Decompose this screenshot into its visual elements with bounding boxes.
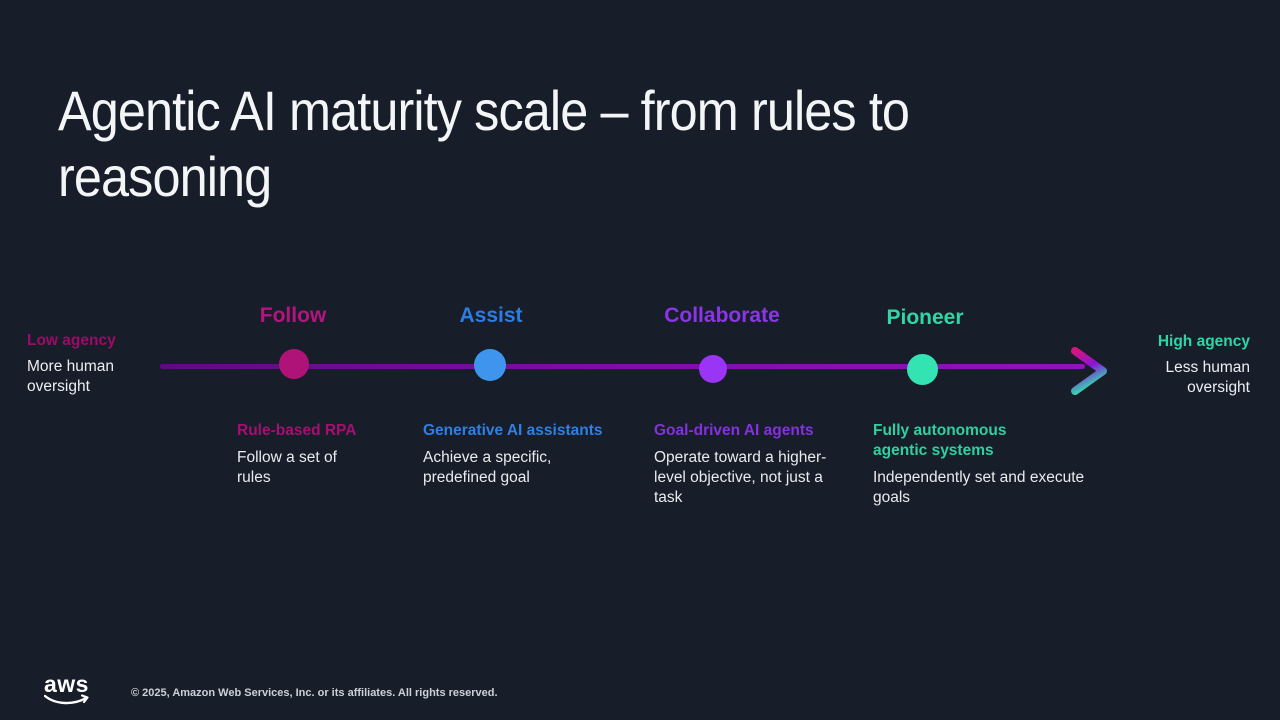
stage-label-pioneer: Pioneer — [886, 306, 964, 329]
aws-logo: aws — [43, 671, 90, 713]
low-agency-label-group: Low agency More human oversight — [27, 331, 152, 397]
maturity-timeline-line — [160, 364, 1085, 369]
collaborate-desc-body: Operate toward a higher-level objective,… — [654, 449, 827, 506]
assist-dot — [474, 349, 506, 381]
high-agency-label-group: High agency Less human oversight — [1125, 332, 1250, 398]
timeline-arrow-icon — [1071, 347, 1107, 395]
assist-desc-body: Achieve a specific, predefined goal — [423, 449, 552, 486]
stage-description-assist: Generative AI assistants Achieve a speci… — [423, 421, 618, 488]
aws-smile-icon — [43, 694, 89, 705]
follow-desc-heading: Rule-based RPA — [237, 422, 357, 439]
collaborate-desc-heading: Goal-driven AI agents — [654, 422, 814, 439]
stage-label-follow: Follow — [259, 304, 327, 327]
pioneer-desc-heading: Fully autonomous agentic systems — [873, 422, 1007, 459]
follow-dot — [279, 349, 309, 379]
aws-logo-text: aws — [44, 671, 89, 697]
low-agency-heading: Low agency — [27, 332, 116, 349]
title-line-1: Agentic AI maturity scale – from rules t… — [58, 78, 910, 142]
stage-label-assist: Assist — [459, 304, 523, 327]
stage-label-collaborate: Collaborate — [664, 304, 780, 327]
stage-description-follow: Rule-based RPA Follow a set of rules — [237, 421, 367, 488]
less-human-oversight-text: Less human oversight — [1165, 359, 1250, 396]
copyright-text: © 2025, Amazon Web Services, Inc. or its… — [131, 687, 498, 699]
pioneer-dot — [907, 354, 938, 385]
pioneer-desc-body: Independently set and execute goals — [873, 469, 1085, 506]
stage-description-collaborate: Goal-driven AI agents Operate toward a h… — [654, 421, 846, 508]
assist-desc-heading: Generative AI assistants — [423, 422, 603, 439]
follow-desc-body: Follow a set of rules — [237, 449, 337, 486]
collaborate-dot — [699, 355, 727, 383]
more-human-oversight-text: More human oversight — [27, 358, 115, 395]
stage-description-pioneer: Fully autonomous agentic systems Indepen… — [873, 421, 1103, 508]
high-agency-heading: High agency — [1157, 333, 1250, 350]
slide-title: Agentic AI maturity scale – from rules t… — [58, 78, 1102, 210]
title-line-2: reasoning — [58, 144, 272, 208]
